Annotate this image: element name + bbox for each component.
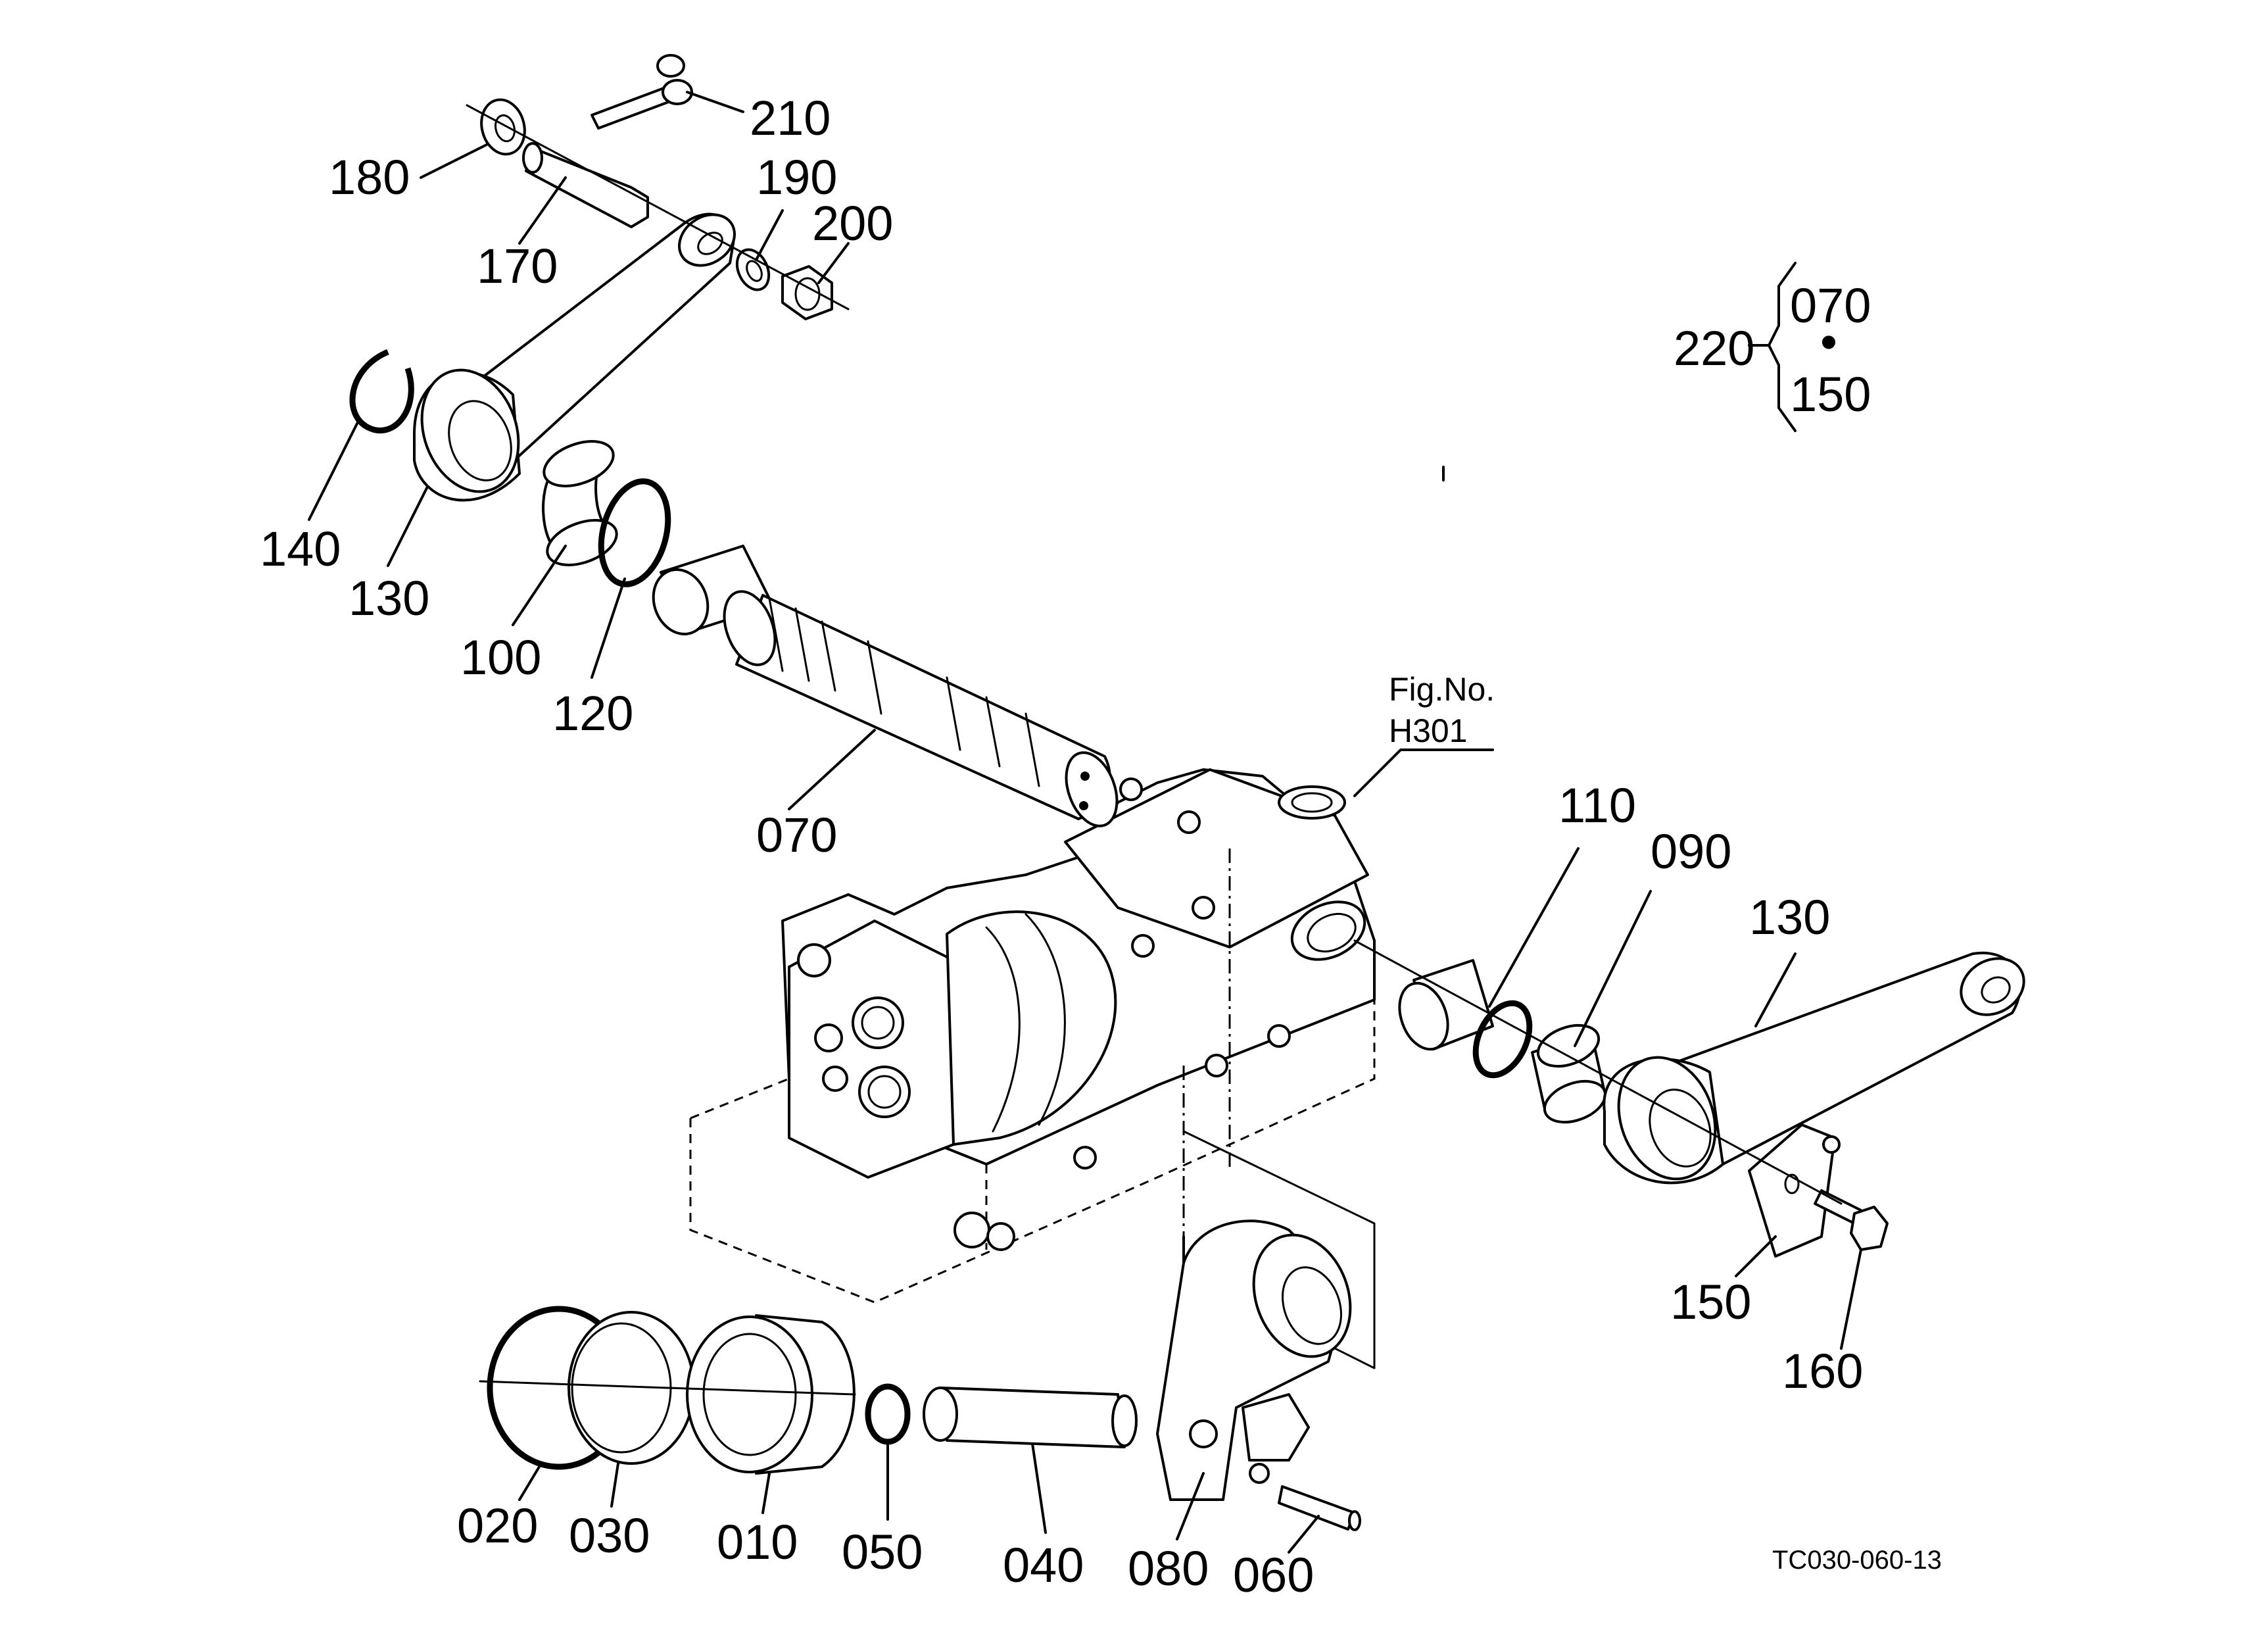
label-200: 200 <box>812 196 893 251</box>
leader-lines <box>308 91 1862 1554</box>
label-210: 210 <box>750 91 831 145</box>
set-note-number: 220 <box>1674 321 1754 376</box>
cylinder-center-line <box>479 1380 856 1396</box>
right-lift-arm-assembly <box>1398 951 2025 1258</box>
drawing-code: TC030-060-13 <box>1772 1546 1942 1575</box>
part-number-labels: 210 180 190 200 170 140 130 100 120 070 … <box>260 91 1942 1602</box>
label-110: 110 <box>1558 778 1636 833</box>
label-010: 010 <box>717 1515 798 1569</box>
label-080: 080 <box>1128 1541 1209 1596</box>
set-note-item-bottom: 150 <box>1790 367 1871 422</box>
label-120: 120 <box>552 686 633 741</box>
lift-shaft <box>723 590 1119 827</box>
label-130-right: 130 <box>1749 890 1830 945</box>
label-100: 100 <box>460 630 541 685</box>
label-090: 090 <box>1651 824 1731 879</box>
label-040: 040 <box>1003 1538 1084 1592</box>
label-050: 050 <box>842 1525 923 1579</box>
right-shaft-center-line <box>1353 939 1843 1205</box>
top-pin-center-line <box>466 104 850 310</box>
label-170: 170 <box>477 239 558 293</box>
set-note-separator: • <box>1820 314 1837 369</box>
label-130-left: 130 <box>349 571 429 626</box>
set-note <box>1748 262 1797 432</box>
label-030: 030 <box>569 1508 650 1563</box>
figure-reference-line1: Fig.No. <box>1389 671 1495 708</box>
figure-reference-line2: H301 <box>1389 712 1468 749</box>
label-020: 020 <box>457 1498 538 1553</box>
label-150: 150 <box>1670 1275 1751 1329</box>
set-note-item-top: 070 <box>1790 278 1871 333</box>
label-140: 140 <box>260 522 341 576</box>
label-160: 160 <box>1782 1344 1863 1398</box>
label-060: 060 <box>1233 1548 1314 1602</box>
label-180: 180 <box>329 150 410 205</box>
label-190: 190 <box>756 150 837 205</box>
lift-housing <box>689 768 1376 1376</box>
cylinder-assembly <box>487 1219 1361 1531</box>
label-070: 070 <box>756 808 837 862</box>
